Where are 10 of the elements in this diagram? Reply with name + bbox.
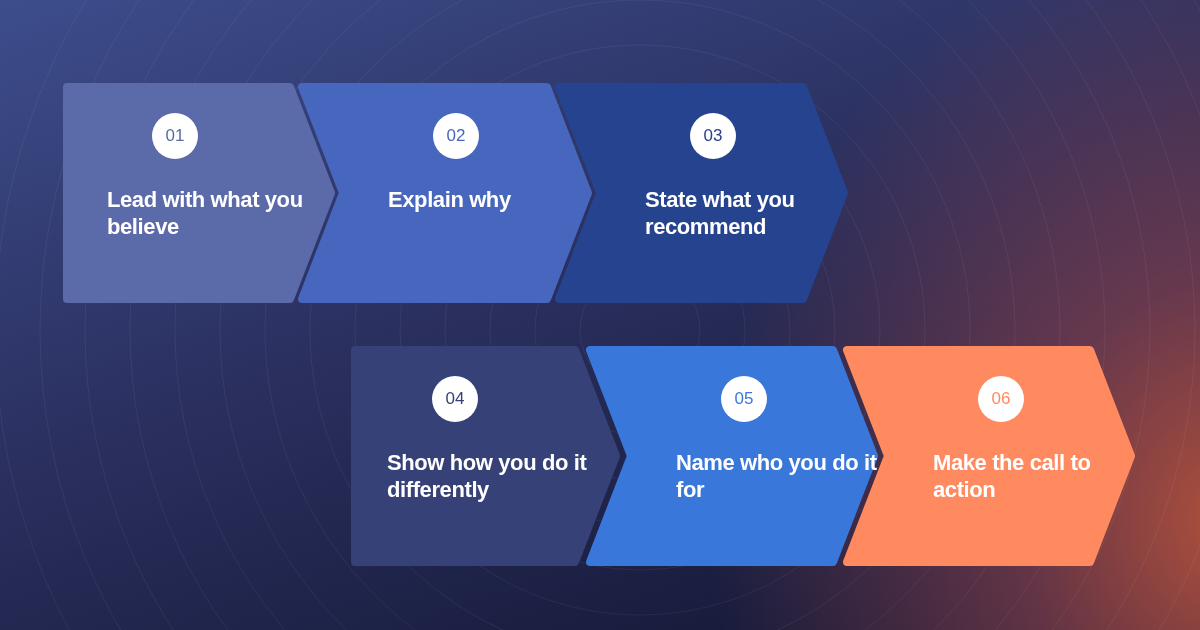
chevron-step [586,346,878,566]
chevron-step [351,346,620,566]
step-text: Make the call to action [933,449,1092,503]
step-text: Lead with what you believe [107,186,304,240]
chevron-step [555,83,848,303]
step-text: Explain why [388,186,512,213]
chevron-step [63,83,335,303]
step-text: Name who you do it for [676,449,878,503]
step-text: State what you recommend [645,186,796,240]
step-text: Show how you do it differently [387,449,588,503]
